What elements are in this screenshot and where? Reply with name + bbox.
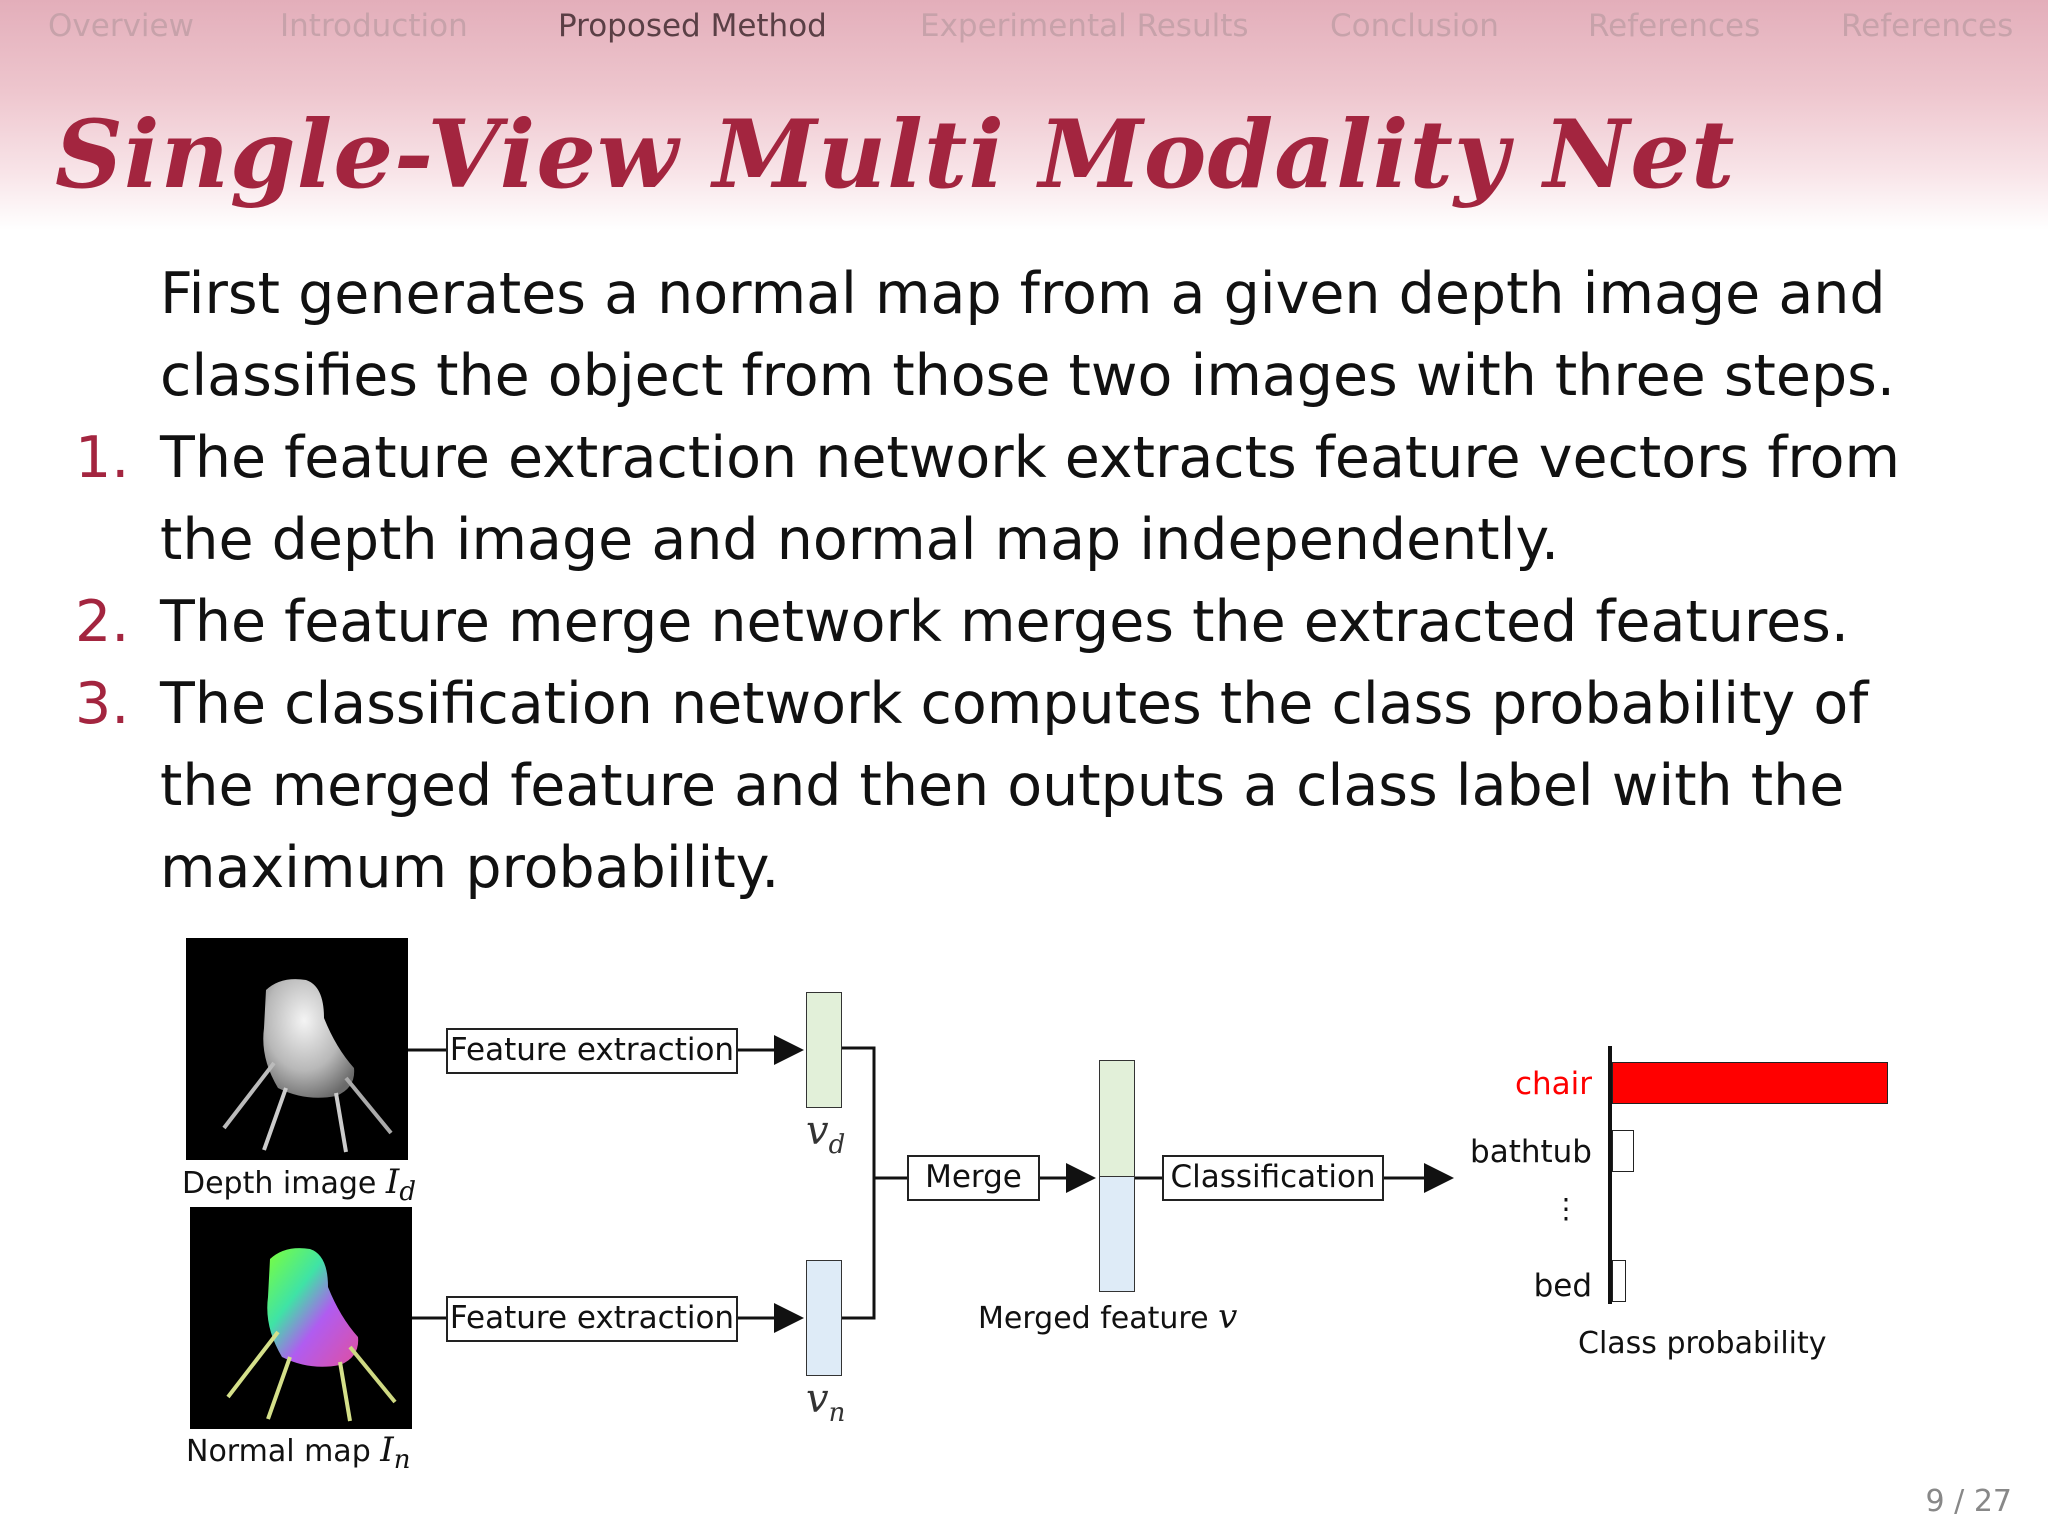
merge-box: Merge: [907, 1155, 1040, 1201]
step-3-line-3: maximum probability.: [160, 835, 780, 901]
normal-map-image: [190, 1207, 412, 1429]
depth-image-caption: Depth image Id: [182, 1162, 416, 1207]
nav-experimental-results[interactable]: Experimental Results: [920, 8, 1249, 44]
step-1-line-2: the depth image and normal map independe…: [160, 507, 1560, 573]
chair-probability-bar: [1612, 1062, 1888, 1104]
intro-line-2: classifies the object from those two ima…: [160, 343, 1895, 409]
nav-proposed-method[interactable]: Proposed Method: [558, 8, 827, 44]
header-band: [0, 0, 2048, 230]
step-3-line-1: The classification network computes the …: [160, 671, 1869, 737]
normal-chair-icon: [226, 1248, 397, 1422]
feature-extraction-depth-box: Feature extraction: [446, 1028, 738, 1074]
classification-box: Classification: [1162, 1155, 1384, 1201]
nav-conclusion[interactable]: Conclusion: [1330, 8, 1499, 44]
merged-vector-bottom: [1099, 1176, 1135, 1292]
nav-references[interactable]: References: [1588, 8, 1761, 44]
class-label-bathtub: bathtub: [1470, 1134, 1592, 1170]
merged-feature-caption: Merged feature v: [978, 1297, 1238, 1337]
depth-feature-vector: [806, 992, 842, 1108]
merged-vector-top: [1099, 1060, 1135, 1178]
slide-title: Single-View Multi Modality Net: [55, 100, 1736, 210]
nav-overview[interactable]: Overview: [48, 8, 194, 44]
normal-feature-vector: [806, 1260, 842, 1376]
class-label-ellipsis: ⋮: [1552, 1192, 1580, 1225]
nav-references-2[interactable]: References: [1841, 8, 2014, 44]
bathtub-probability-bar: [1612, 1130, 1634, 1172]
vd-label: vd: [806, 1108, 846, 1160]
class-probability-caption: Class probability: [1578, 1326, 1827, 1361]
feature-extraction-normal-box: Feature extraction: [446, 1296, 738, 1342]
step-3-line-2: the merged feature and then outputs a cl…: [160, 753, 1845, 819]
normal-map-caption: Normal map In: [186, 1430, 411, 1475]
section-nav: Overview Introduction Proposed Method Ex…: [0, 0, 2048, 64]
depth-image: [186, 938, 408, 1160]
class-label-chair: chair: [1514, 1066, 1592, 1102]
page-number: 9 / 27: [1925, 1484, 2012, 1519]
bed-probability-bar: [1612, 1260, 1626, 1302]
step-1-line-1: The feature extraction network extracts …: [160, 425, 1900, 491]
depth-chair-icon: [222, 979, 393, 1153]
step-2-line-1: The feature merge network merges the ext…: [160, 589, 1849, 655]
step-number-3: 3.: [75, 671, 130, 737]
step-number-2: 2.: [75, 589, 130, 655]
nav-introduction[interactable]: Introduction: [280, 8, 468, 44]
vn-label: vn: [806, 1376, 846, 1428]
step-number-1: 1.: [75, 425, 130, 491]
intro-line-1: First generates a normal map from a give…: [160, 261, 1886, 327]
class-label-bed: bed: [1533, 1268, 1592, 1304]
